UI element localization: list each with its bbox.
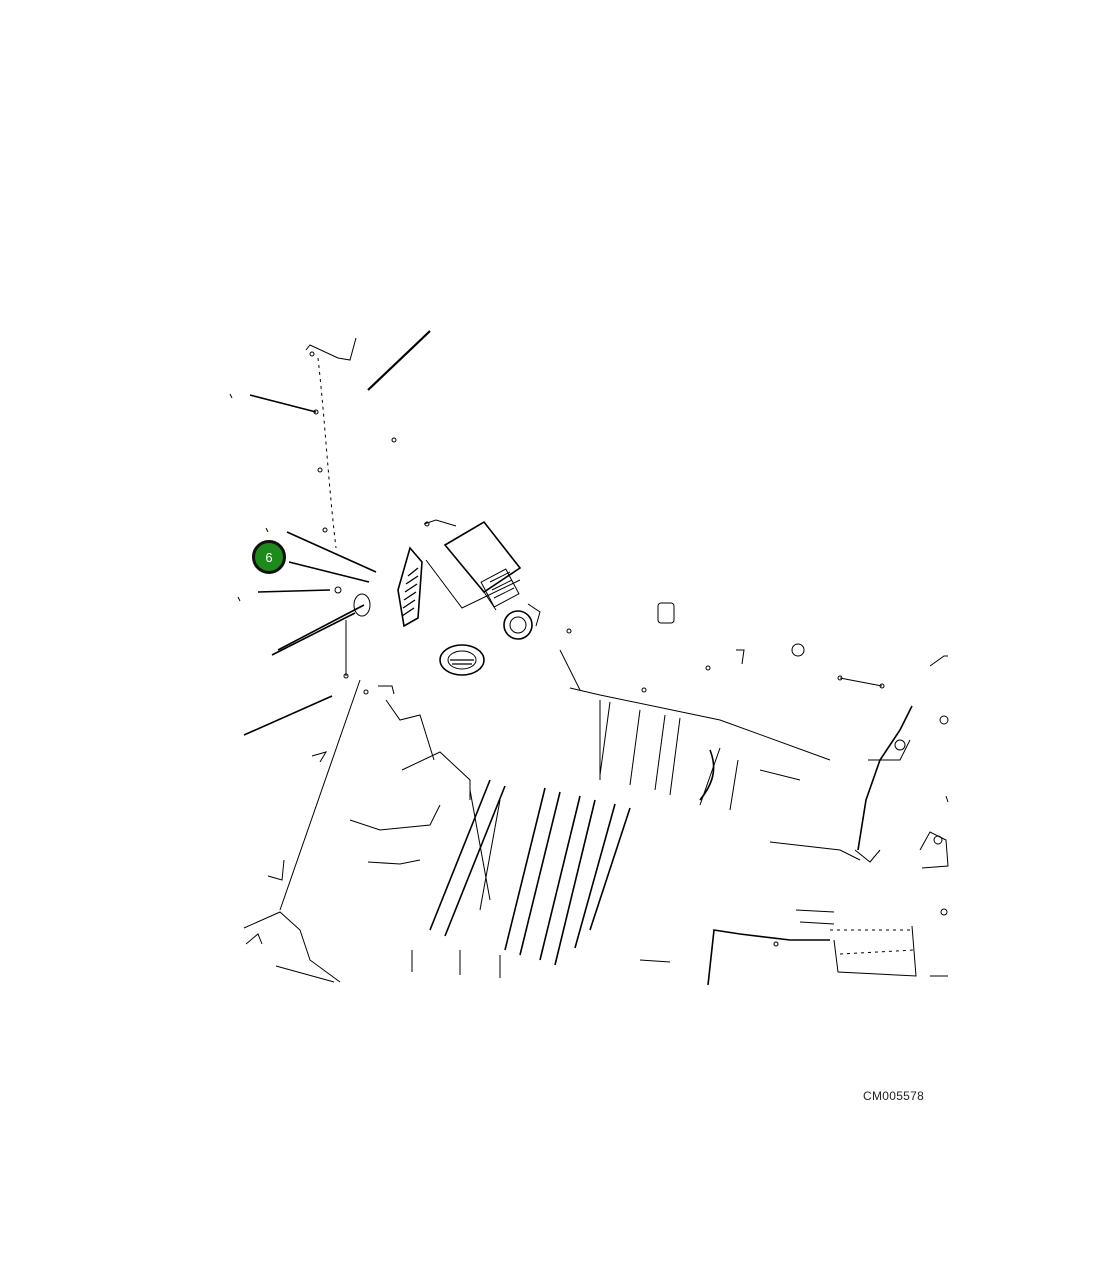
right-hardware (641, 602, 949, 869)
figure-id: CM005578 (863, 1089, 925, 1103)
grommet (439, 644, 485, 676)
floor-ribs (429, 779, 631, 966)
bracket-hatched (334, 546, 423, 679)
floor-frame (243, 649, 861, 983)
callout-badge-6[interactable]: 6 (252, 540, 286, 574)
panel-outline (305, 337, 397, 549)
detail-fragments (245, 685, 671, 978)
lower-tray (707, 908, 948, 986)
callout-ticks (229, 393, 269, 602)
leader-lines (243, 330, 431, 736)
control-box-assembly (423, 519, 572, 640)
callout-number: 6 (265, 549, 273, 565)
